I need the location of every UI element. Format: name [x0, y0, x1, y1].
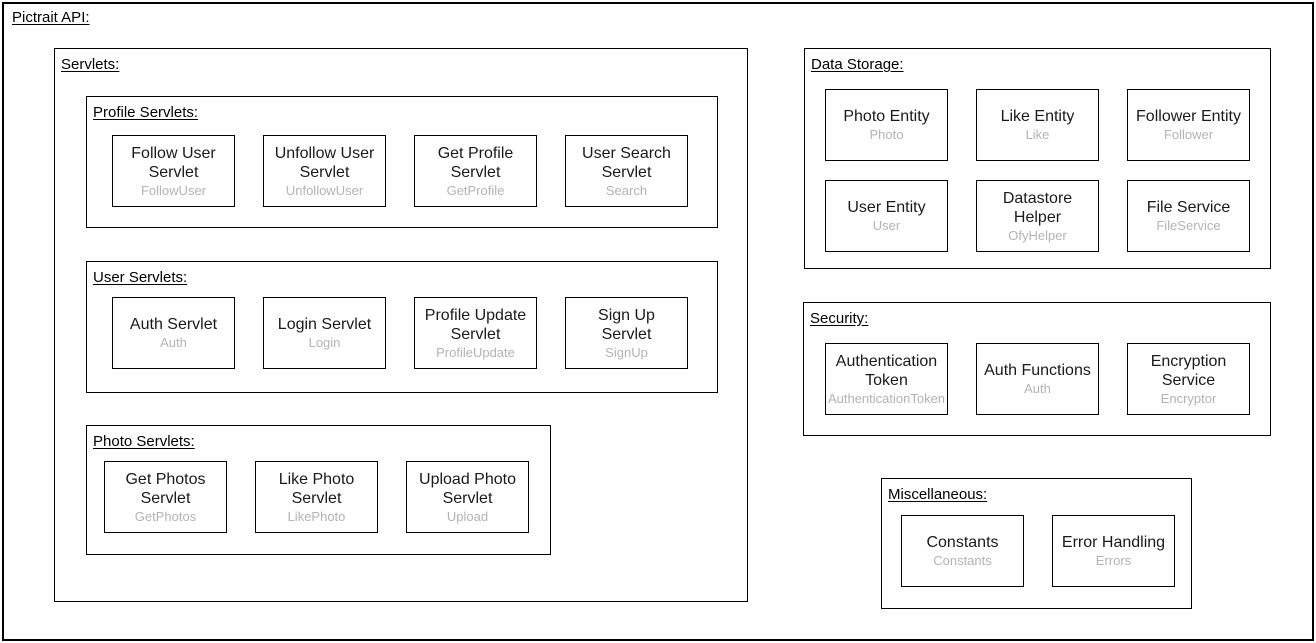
- component-subtitle: User: [872, 218, 901, 233]
- component-title: Sign Up Servlet: [598, 306, 655, 343]
- component-subtitle: OfyHelper: [1008, 227, 1067, 243]
- component-title: Like Entity: [1000, 108, 1075, 125]
- component-subtitle: Follower: [1163, 127, 1214, 142]
- section-label-data-storage: Data Storage:: [811, 56, 904, 73]
- section-servlets: Servlets: Profile Servlets: Follow User …: [54, 48, 748, 602]
- component-title: Like Photo Servlet: [278, 470, 355, 507]
- group-label-photo-servlets: Photo Servlets:: [93, 433, 195, 450]
- component-subtitle: Photo: [869, 127, 904, 142]
- component-title: Datastore Helper: [1002, 189, 1073, 226]
- component-subtitle: ProfileUpdate: [436, 344, 515, 360]
- component-title: Follower Entity: [1136, 108, 1241, 125]
- page-title: Pictrait API:: [12, 9, 90, 26]
- component-subtitle: Search: [605, 182, 648, 198]
- component-subtitle: SignUp: [605, 344, 648, 360]
- component-subtitle: Auth: [1024, 381, 1051, 396]
- component-subtitle: Upload: [446, 508, 489, 524]
- component-subtitle: FileService: [1156, 218, 1221, 233]
- component-subtitle: LikePhoto: [287, 508, 346, 524]
- component-title: File Service: [1146, 199, 1231, 216]
- component-title: Profile Update Servlet: [424, 306, 527, 343]
- component-title: Get Profile Servlet: [437, 144, 514, 181]
- component-title: Get Photos Servlet: [125, 470, 206, 507]
- component-title: Unfollow User Servlet: [274, 144, 375, 181]
- component-subtitle: UnfollowUser: [285, 182, 364, 198]
- component-subtitle: Errors: [1095, 553, 1132, 568]
- component-subtitle: Login: [308, 335, 341, 350]
- component-title: Authentication Token: [835, 352, 938, 389]
- component-subtitle: GetPhotos: [134, 508, 197, 524]
- component-title: User Search Servlet: [582, 144, 671, 181]
- section-label-miscellaneous: Miscellaneous:: [888, 486, 988, 503]
- component-subtitle: FollowUser: [140, 182, 206, 198]
- component-title: Photo Entity: [843, 108, 930, 125]
- component-title: Login Servlet: [277, 316, 372, 333]
- component-title: Auth Functions: [984, 362, 1091, 379]
- component-title: Encryption Service: [1150, 352, 1227, 389]
- component-subtitle: Encryptor: [1160, 390, 1217, 406]
- component-subtitle: AuthenticationToken: [827, 390, 946, 406]
- component-subtitle: Like: [1025, 127, 1050, 142]
- component-title: Auth Servlet: [129, 316, 218, 333]
- group-label-profile-servlets: Profile Servlets:: [93, 104, 199, 121]
- component-subtitle: Constants: [933, 553, 992, 568]
- component-title: Follow User Servlet: [131, 144, 216, 181]
- component-title: Upload Photo Servlet: [419, 470, 516, 507]
- component-title: User Entity: [847, 199, 926, 216]
- component-subtitle: Auth: [160, 335, 187, 350]
- section-label-security: Security:: [810, 310, 869, 327]
- component-subtitle: GetProfile: [446, 182, 505, 198]
- component-title: Constants: [926, 534, 999, 551]
- group-label-user-servlets: User Servlets:: [93, 269, 188, 286]
- section-label-servlets: Servlets:: [61, 56, 120, 73]
- component-title: Error Handling: [1061, 534, 1166, 551]
